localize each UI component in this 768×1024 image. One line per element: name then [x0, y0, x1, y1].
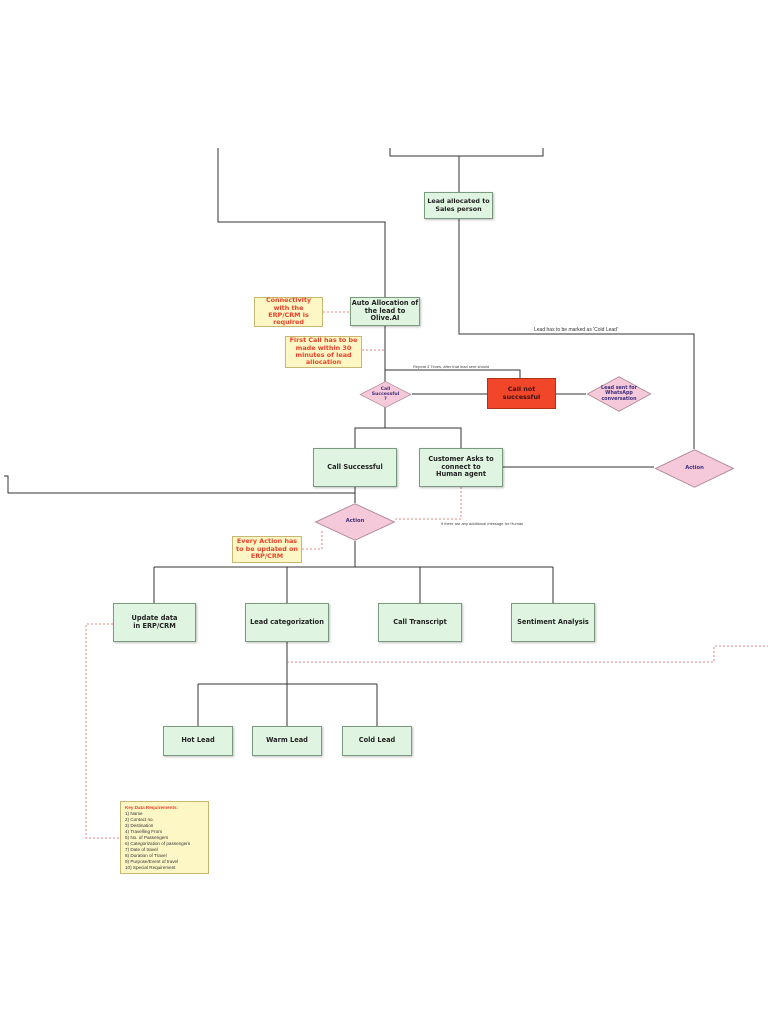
first-call-note-text: First Call has to be made within 30 minu…	[289, 336, 358, 367]
key-data-item: 6) Categorization of passengers	[125, 840, 191, 846]
call-transcript-text: Call Transcript	[393, 617, 447, 626]
action-right-text: Action	[685, 464, 704, 471]
key-data-requirements: Key Data Requirements: 1) Name 2) Contac…	[120, 801, 209, 874]
auto-allocation-text: Auto Allocation of the lead to Olive.AI	[351, 299, 419, 323]
action-center-diamond: Action	[314, 503, 396, 541]
customer-asks-text: Customer Asks to connect to Human agent	[428, 455, 494, 479]
sentiment-analysis-box: Sentiment Analysis	[511, 603, 595, 642]
diamond-shape	[359, 381, 412, 408]
every-action-note-text: Every Action has to be updated on ERP/CR…	[236, 537, 298, 561]
diamond-shape	[586, 376, 652, 412]
diamond-shape	[314, 503, 396, 541]
call-successful-diamond: Call Successful ?	[359, 381, 412, 408]
customer-asks-box: Customer Asks to connect to Human agent	[419, 448, 503, 487]
key-data-item: 2) Contact no.	[125, 816, 154, 822]
every-action-note: Every Action has to be updated on ERP/CR…	[232, 536, 302, 563]
key-data-item: 7) Date of travel	[125, 846, 158, 852]
auto-allocation-box: Auto Allocation of the lead to Olive.AI	[350, 297, 420, 326]
key-data-item: 10) Special Requirement	[125, 864, 176, 870]
key-data-item: 3) Destination	[125, 822, 154, 828]
key-data-title: Key Data Requirements:	[125, 805, 179, 810]
lead-allocated-box: Lead allocated to Sales person	[424, 192, 493, 219]
key-data-item: 9) Purpose/Event of travel	[125, 858, 179, 864]
key-data-item: 1) Name	[125, 810, 143, 816]
action-right-diamond: Action	[654, 449, 735, 488]
whatsapp-diamond-text: Lead sent for WhatsApp conversation	[601, 386, 637, 402]
update-data-box: Update data in ERP/CRM	[113, 603, 196, 642]
key-data-item: 4) Travelling From	[125, 828, 163, 834]
cold-lead-mark-label: Lead has to be marked as 'Cold Lead'	[534, 327, 618, 333]
connectivity-note: Connectivity with the ERP/CRM is require…	[254, 297, 323, 327]
repeat-calls-label: Repeat 3 Times, after that lead sent sho…	[413, 364, 490, 369]
connectivity-note-text: Connectivity with the ERP/CRM is require…	[265, 296, 312, 327]
diamond-shape	[654, 449, 735, 488]
call-not-successful-text: Call not successful	[502, 385, 541, 401]
warm-lead-text: Warm Lead	[266, 736, 308, 745]
lead-categorization-text: Lead categorization	[250, 617, 324, 626]
whatsapp-diamond: Lead sent for WhatsApp conversation	[586, 376, 652, 412]
human-agent-note-label: If there are any additional message for …	[441, 521, 524, 526]
call-successful-box: Call Successful	[313, 448, 397, 487]
action-center-text: Action	[345, 518, 365, 525]
key-data-item: 5) No. of Passengers	[125, 834, 169, 840]
lead-allocated-text: Lead allocated to Sales person	[427, 197, 490, 213]
warm-lead-box: Warm Lead	[252, 726, 322, 756]
cold-lead-text: Cold Lead	[358, 736, 396, 745]
key-data-item: 8) Duration of Travel	[125, 852, 167, 858]
hot-lead-text: Hot Lead	[181, 736, 215, 745]
update-data-text: Update data in ERP/CRM	[131, 613, 178, 630]
sentiment-analysis-text: Sentiment Analysis	[517, 617, 589, 626]
lead-categorization-box: Lead categorization	[245, 603, 329, 642]
call-not-successful-box: Call not successful	[487, 378, 556, 409]
cold-lead-box: Cold Lead	[342, 726, 412, 756]
hot-lead-box: Hot Lead	[163, 726, 233, 756]
call-transcript-box: Call Transcript	[378, 603, 462, 642]
first-call-note: First Call has to be made within 30 minu…	[285, 336, 362, 368]
call-successful-q-text: Call Successful ?	[371, 386, 400, 403]
call-successful-text: Call Successful	[327, 462, 383, 471]
